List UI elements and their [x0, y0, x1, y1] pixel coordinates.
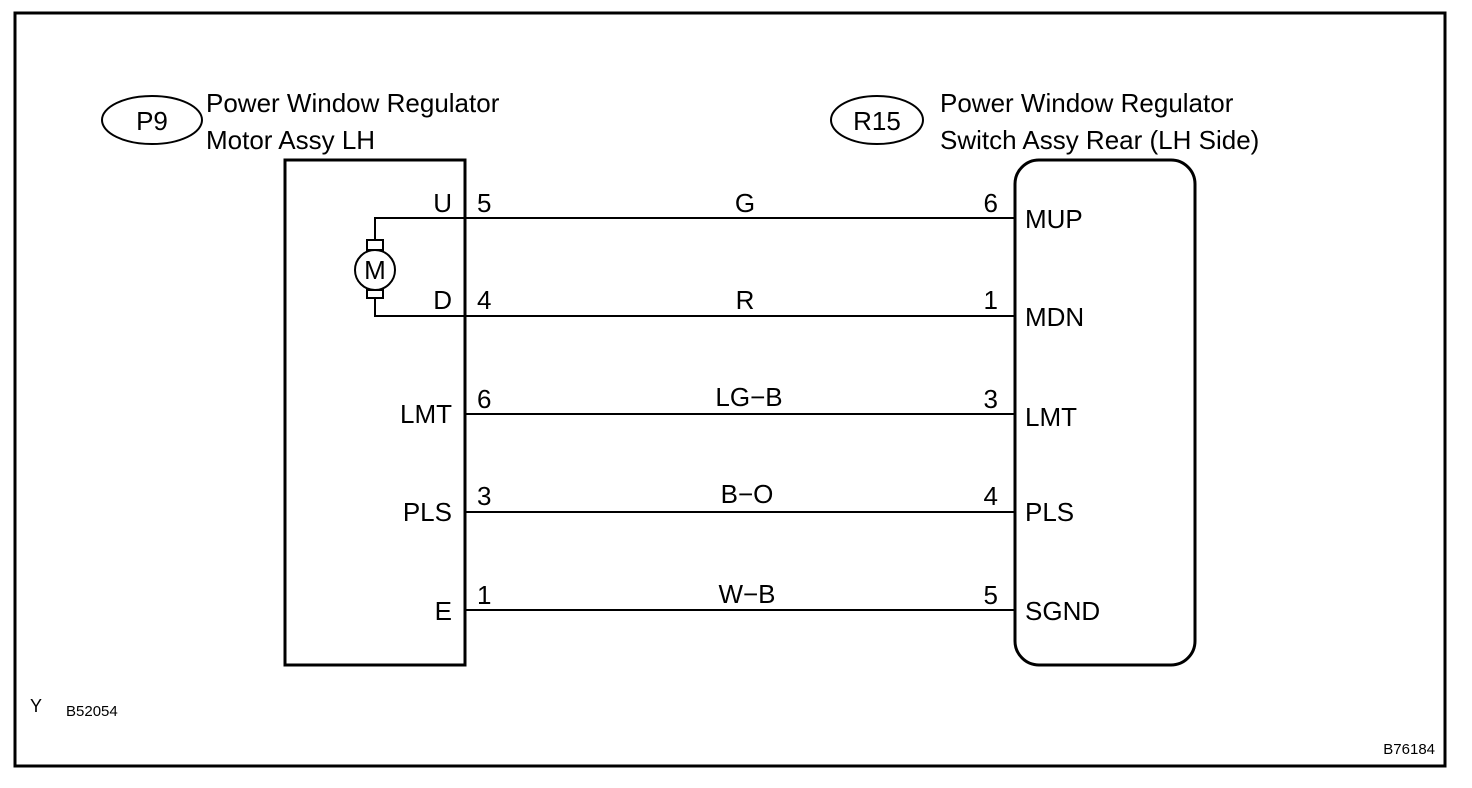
right-component-box	[1013, 158, 1197, 667]
left-component-id: P9	[136, 106, 168, 136]
left-component-id-ellipse	[101, 95, 203, 145]
left-pin-number: 6	[477, 384, 491, 414]
right-component-name-line2: Switch Assy Rear (LH Side)	[940, 125, 1259, 155]
figure-code-right: B76184	[1383, 741, 1435, 758]
right-terminal-label: MUP	[1025, 204, 1083, 234]
corner-mark: Y	[30, 696, 42, 716]
left-terminal-label: PLS	[403, 497, 452, 527]
left-component-box	[283, 158, 467, 667]
left-terminal-label: U	[433, 188, 452, 218]
left-terminal-label: D	[433, 285, 452, 315]
right-component-name-line1: Power Window Regulator	[940, 88, 1234, 118]
right-pin-number: 5	[984, 580, 998, 610]
left-component-name-line2: Motor Assy LH	[206, 125, 375, 155]
wire-color-code: R	[736, 285, 755, 315]
wire-row-1: U 5 G 6 MUP	[433, 188, 1083, 234]
left-terminal-label: LMT	[400, 399, 452, 429]
right-pin-number: 6	[984, 188, 998, 218]
wire-row-5: E 1 W−B 5 SGND	[435, 579, 1100, 626]
motor-symbol: M	[354, 217, 465, 317]
wire-row-4: PLS 3 B−O 4 PLS	[403, 479, 1074, 527]
right-terminal-label: MDN	[1025, 302, 1084, 332]
figure-code-left: B52054	[66, 703, 118, 720]
right-component-id: R15	[853, 106, 901, 136]
diagram-frame	[13, 11, 1447, 768]
right-pin-number: 4	[984, 481, 998, 511]
right-terminal-label: PLS	[1025, 497, 1074, 527]
left-terminal-label: E	[435, 596, 452, 626]
wire-color-code: G	[735, 188, 755, 218]
motor-label: M	[364, 255, 386, 285]
right-component-id-ellipse	[830, 95, 924, 145]
motor-brush-lower	[366, 289, 384, 299]
right-pin-number: 3	[984, 384, 998, 414]
wire-color-code: B−O	[721, 479, 774, 509]
left-pin-number: 3	[477, 481, 491, 511]
left-pin-number: 1	[477, 580, 491, 610]
left-pin-number: 4	[477, 285, 491, 315]
left-pin-number: 5	[477, 188, 491, 218]
wire-row-2: D 4 R 1 MDN	[433, 285, 1084, 332]
wire-color-code: LG−B	[715, 382, 782, 412]
right-terminal-label: SGND	[1025, 596, 1100, 626]
left-component-name-line1: Power Window Regulator	[206, 88, 500, 118]
wire-color-code: W−B	[718, 579, 775, 609]
motor-lead-upper	[374, 217, 465, 240]
motor-lead-lower	[374, 298, 465, 317]
right-pin-number: 1	[984, 285, 998, 315]
right-terminal-label: LMT	[1025, 402, 1077, 432]
wire-row-3: LMT 6 LG−B 3 LMT	[400, 382, 1077, 432]
motor-brush-upper	[366, 239, 384, 251]
